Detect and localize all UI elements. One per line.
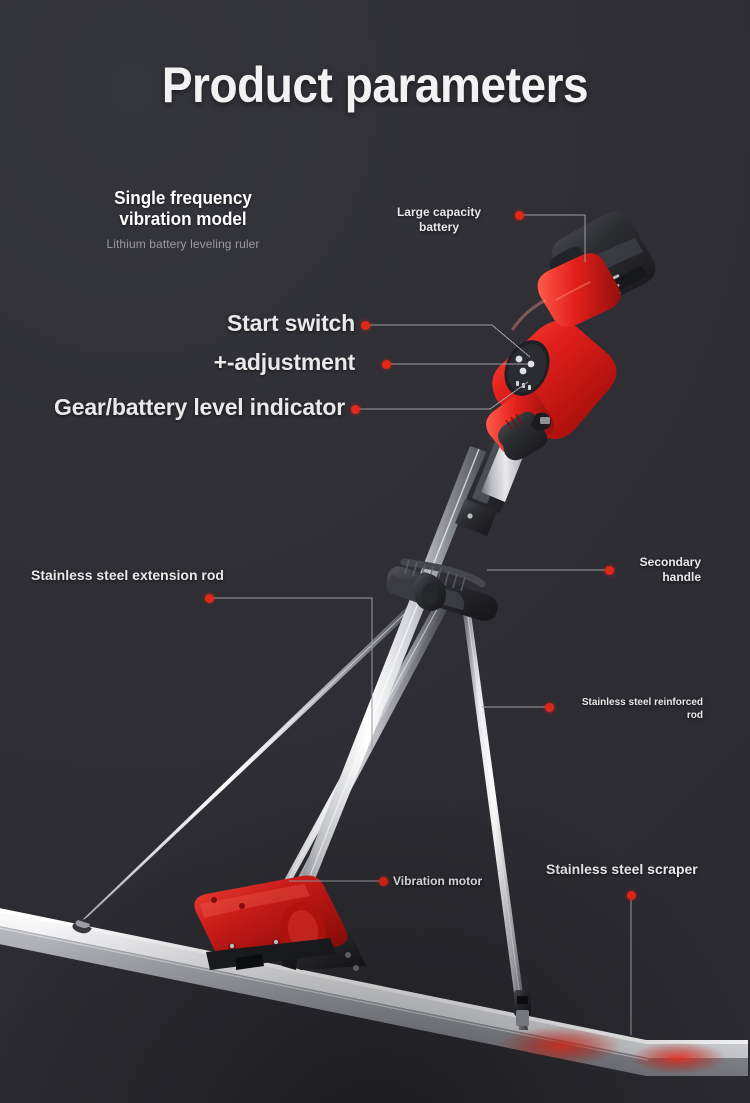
- callout-stainless-steel-reinforced-rod-line1: Stainless steel reinforced: [581, 697, 703, 708]
- tripod-leg-left: [72, 600, 420, 934]
- callout-secondary-handle: Secondary handle: [613, 555, 701, 584]
- secondary-handle: [386, 558, 498, 621]
- callout-stainless-steel-reinforced-rod: Stainless steel reinforced rod: [563, 697, 703, 722]
- callout-secondary-handle-line1: Secondary: [639, 555, 701, 569]
- kicker-block: Single frequency vibration model Lithium…: [68, 188, 298, 251]
- callout-vibration-motor: Vibration motor: [393, 874, 483, 888]
- callout-stainless-steel-reinforced-rod-line2: rod: [686, 709, 703, 721]
- kicker-headline-line1: Single frequency: [114, 188, 252, 208]
- page-title: Product parameters: [161, 57, 589, 113]
- kicker-headline-line2: vibration model: [119, 209, 247, 230]
- dot-stainless-steel-reinforced-rod: [545, 703, 554, 712]
- kicker-subtitle: Lithium battery leveling ruler: [106, 237, 260, 252]
- dot-stainless-steel-extension-rod: [205, 594, 214, 603]
- scraper-blade: [0, 908, 748, 1076]
- panel-button-b: [527, 360, 535, 368]
- vibration-motor: [194, 875, 366, 971]
- callout-plus-minus-adjustment: +-adjustment: [213, 349, 356, 375]
- panel-button-a: [515, 355, 523, 363]
- callout-gear-battery-level-indicator: Gear/battery level indicator: [54, 394, 345, 420]
- callout-large-capacity-battery-line1: Large capacity: [396, 205, 482, 219]
- callout-large-capacity-battery: Large capacity battery: [389, 205, 489, 234]
- tripod-leg-right: [462, 606, 531, 1030]
- dot-gear-battery-level-indicator: [351, 405, 360, 414]
- dot-start-switch: [361, 321, 370, 330]
- callout-secondary-handle-line2: handle: [662, 569, 701, 584]
- dot-secondary-handle: [605, 566, 614, 575]
- motor-head: [486, 211, 656, 461]
- callout-stainless-steel-extension-rod: Stainless steel extension rod: [31, 567, 224, 583]
- dot-plus-minus-adjustment: [382, 360, 391, 369]
- dot-large-capacity-battery: [515, 211, 524, 220]
- callout-large-capacity-battery-line2: battery: [418, 219, 459, 234]
- dot-stainless-steel-scraper: [627, 891, 636, 900]
- callout-stainless-steel-scraper: Stainless steel scraper: [546, 861, 698, 877]
- dot-vibration-motor: [379, 877, 388, 886]
- callout-start-switch: Start switch: [227, 310, 355, 336]
- panel-button-c: [519, 367, 527, 375]
